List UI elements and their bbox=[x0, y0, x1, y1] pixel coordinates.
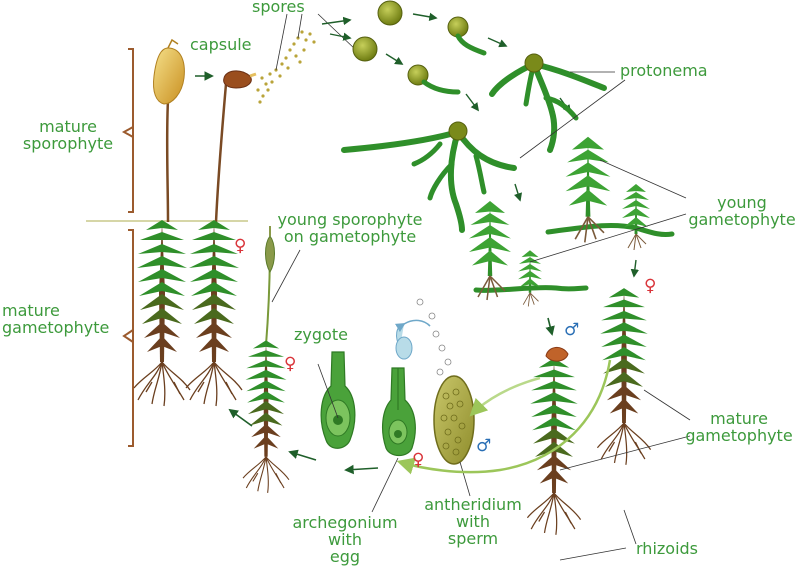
female-symbol-1: ♀ bbox=[234, 236, 247, 256]
label-archegonium-line2: with bbox=[328, 530, 362, 549]
label-archegonium-line3: egg bbox=[329, 547, 361, 566]
female-symbol-3: ♀ bbox=[412, 450, 425, 470]
label-mature-gametophyte-left: mature gametophyte bbox=[2, 302, 109, 336]
label-antheridium-line2: with bbox=[456, 512, 490, 531]
female-symbol-4: ♀ bbox=[644, 276, 657, 296]
label-mature-gametophyte-left-line1: mature bbox=[2, 301, 60, 320]
mature-gametophyte-1 bbox=[133, 219, 191, 407]
female-symbol-2: ♀ bbox=[284, 354, 297, 374]
label-rhizoids: rhizoids bbox=[636, 539, 699, 558]
label-mature-gametophyte-left-line2: gametophyte bbox=[2, 318, 110, 337]
label-mature-gametophyte-right-line2: gametophyte bbox=[685, 426, 793, 445]
label-young-gametophyte: young gametophyte bbox=[684, 194, 800, 228]
male-symbol-2: ♂ bbox=[476, 436, 492, 456]
label-young-sporophyte-line2: on gametophyte bbox=[283, 227, 417, 246]
label-archegonium: archegonium with egg bbox=[290, 514, 400, 565]
label-mature-gametophyte-right: mature gametophyte bbox=[680, 410, 798, 444]
label-young-sporophyte: young sporophyte on gametophyte bbox=[262, 211, 438, 245]
label-antheridium-line1: antheridium bbox=[424, 495, 522, 514]
label-antheridium-line3: sperm bbox=[447, 529, 499, 548]
label-archegonium-line1: archegonium bbox=[292, 513, 398, 532]
label-mature-sporophyte: mature sporophyte bbox=[18, 118, 118, 152]
label-zygote: zygote bbox=[294, 325, 348, 344]
label-mature-sporophyte-line1: mature bbox=[39, 117, 97, 136]
label-protonema: protonema bbox=[620, 61, 708, 80]
label-young-gametophyte-line2: gametophyte bbox=[688, 210, 796, 229]
label-spores: spores bbox=[252, 0, 305, 16]
label-mature-sporophyte-line2: sporophyte bbox=[22, 134, 114, 153]
male-symbol-1: ♂ bbox=[564, 320, 580, 340]
label-young-sporophyte-line1: young sporophyte bbox=[277, 210, 423, 229]
label-young-gametophyte-line1: young bbox=[717, 193, 767, 212]
label-capsule: capsule bbox=[190, 35, 252, 54]
label-antheridium: antheridium with sperm bbox=[420, 496, 526, 547]
label-mature-gametophyte-right-line1: mature bbox=[710, 409, 768, 428]
